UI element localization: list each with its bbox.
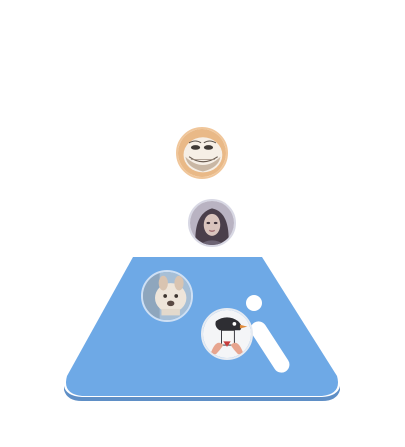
troll-face-avatar	[176, 127, 228, 179]
flask-base-shadow	[64, 386, 340, 401]
woman-portrait-avatar	[188, 199, 236, 247]
penguin-avatar	[201, 308, 253, 360]
flask-highlight-dot	[246, 295, 262, 311]
flask-highlight-stroke	[250, 321, 290, 373]
dog-avatar	[141, 270, 193, 322]
flask-highlight-tick	[284, 276, 293, 288]
